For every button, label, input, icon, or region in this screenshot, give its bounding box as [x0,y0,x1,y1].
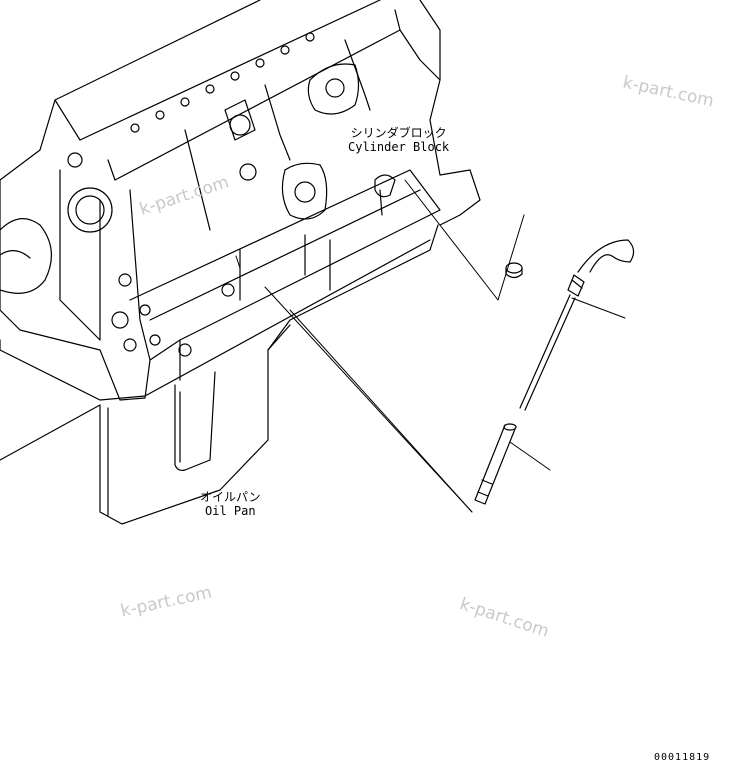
cylinder-block-label-en: Cylinder Block [348,140,450,154]
dipstick-gauge-drawing [519,239,635,411]
cylinder-block-label-jp: シリンダブロック [350,126,447,140]
oil-pan-drawing [0,224,439,525]
oil-pan-label-en: Oil Pan [205,504,256,518]
dipstick-guide-drawing [474,423,517,505]
cylinder-block-label: シリンダブロック Cylinder Block [348,126,449,154]
oil-pan-label: オイルパン Oil Pan [200,490,261,518]
drawing-number: 00011819 [654,752,711,763]
cylinder-block-drawing [0,0,481,401]
leader-lines [235,179,626,513]
oil-pan-label-jp: オイルパン [200,490,261,504]
